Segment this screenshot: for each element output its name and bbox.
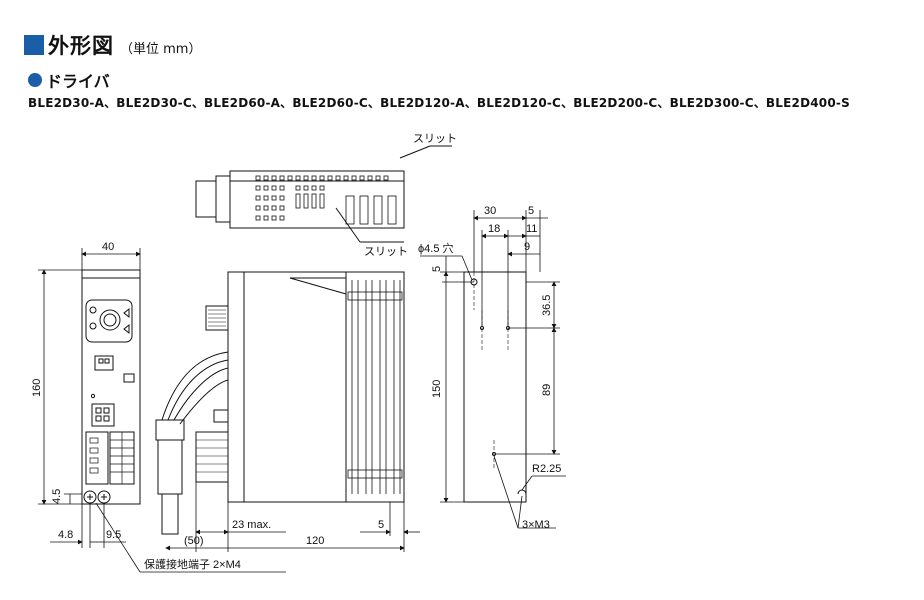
dim-rear-height: 150 [431,380,443,398]
label-slit-bottom: スリット [364,246,408,258]
side-view [155,271,405,535]
top-view [195,145,452,243]
dim-side-depth: 120 [306,535,324,547]
model-list: BLE2D30-A、BLE2D30-C、BLE2D60-A、BLE2D60-C、… [28,96,850,110]
dim-rear-top: 5 [431,266,443,272]
side-dimensions [165,482,420,552]
dim-rear-w3: 18 [488,223,500,235]
label-hole: ϕ4.5 穴 [418,241,454,255]
title-square-icon [24,35,44,55]
section-title: ドライバ [46,72,110,91]
top-slit-grid [255,175,397,225]
front-view [81,269,141,505]
dim-side-right: 5 [378,519,384,531]
dim-side-max: 23 max. [232,519,271,531]
label-terminal: 保護接地端子 2×M4 [144,557,241,571]
dim-rear-w1: 30 [484,205,496,217]
front-dimensions [38,248,286,573]
dim-front-bottom: 4.5 [51,489,63,504]
dim-rear-w5: 9 [524,241,530,253]
label-slit-top: スリット [413,133,457,145]
bullet-dot-icon [28,73,42,87]
rear-dimensions [420,210,566,529]
page-title: 外形図 （単位 mm） [24,30,202,58]
dim-rear-v2: 89 [541,384,553,396]
label-screw: 3×M3 [522,519,550,531]
title-unit: （単位 mm） [120,42,202,57]
dim-front-width: 40 [102,241,114,253]
dim-front-height: 160 [31,379,43,397]
title-text: 外形図 [48,34,114,58]
dim-front-x2: 9.5 [106,529,121,541]
dim-side-cable: (50) [184,535,204,547]
section-heading: ドライバ [28,68,110,92]
label-radius: R2.25 [532,463,561,475]
dim-rear-w4: 11 [526,223,537,235]
dim-rear-v1: 36.5 [541,295,553,316]
dim-rear-w2: 5 [528,205,534,217]
rear-view [463,271,527,503]
dim-front-x1: 4.8 [58,529,73,541]
